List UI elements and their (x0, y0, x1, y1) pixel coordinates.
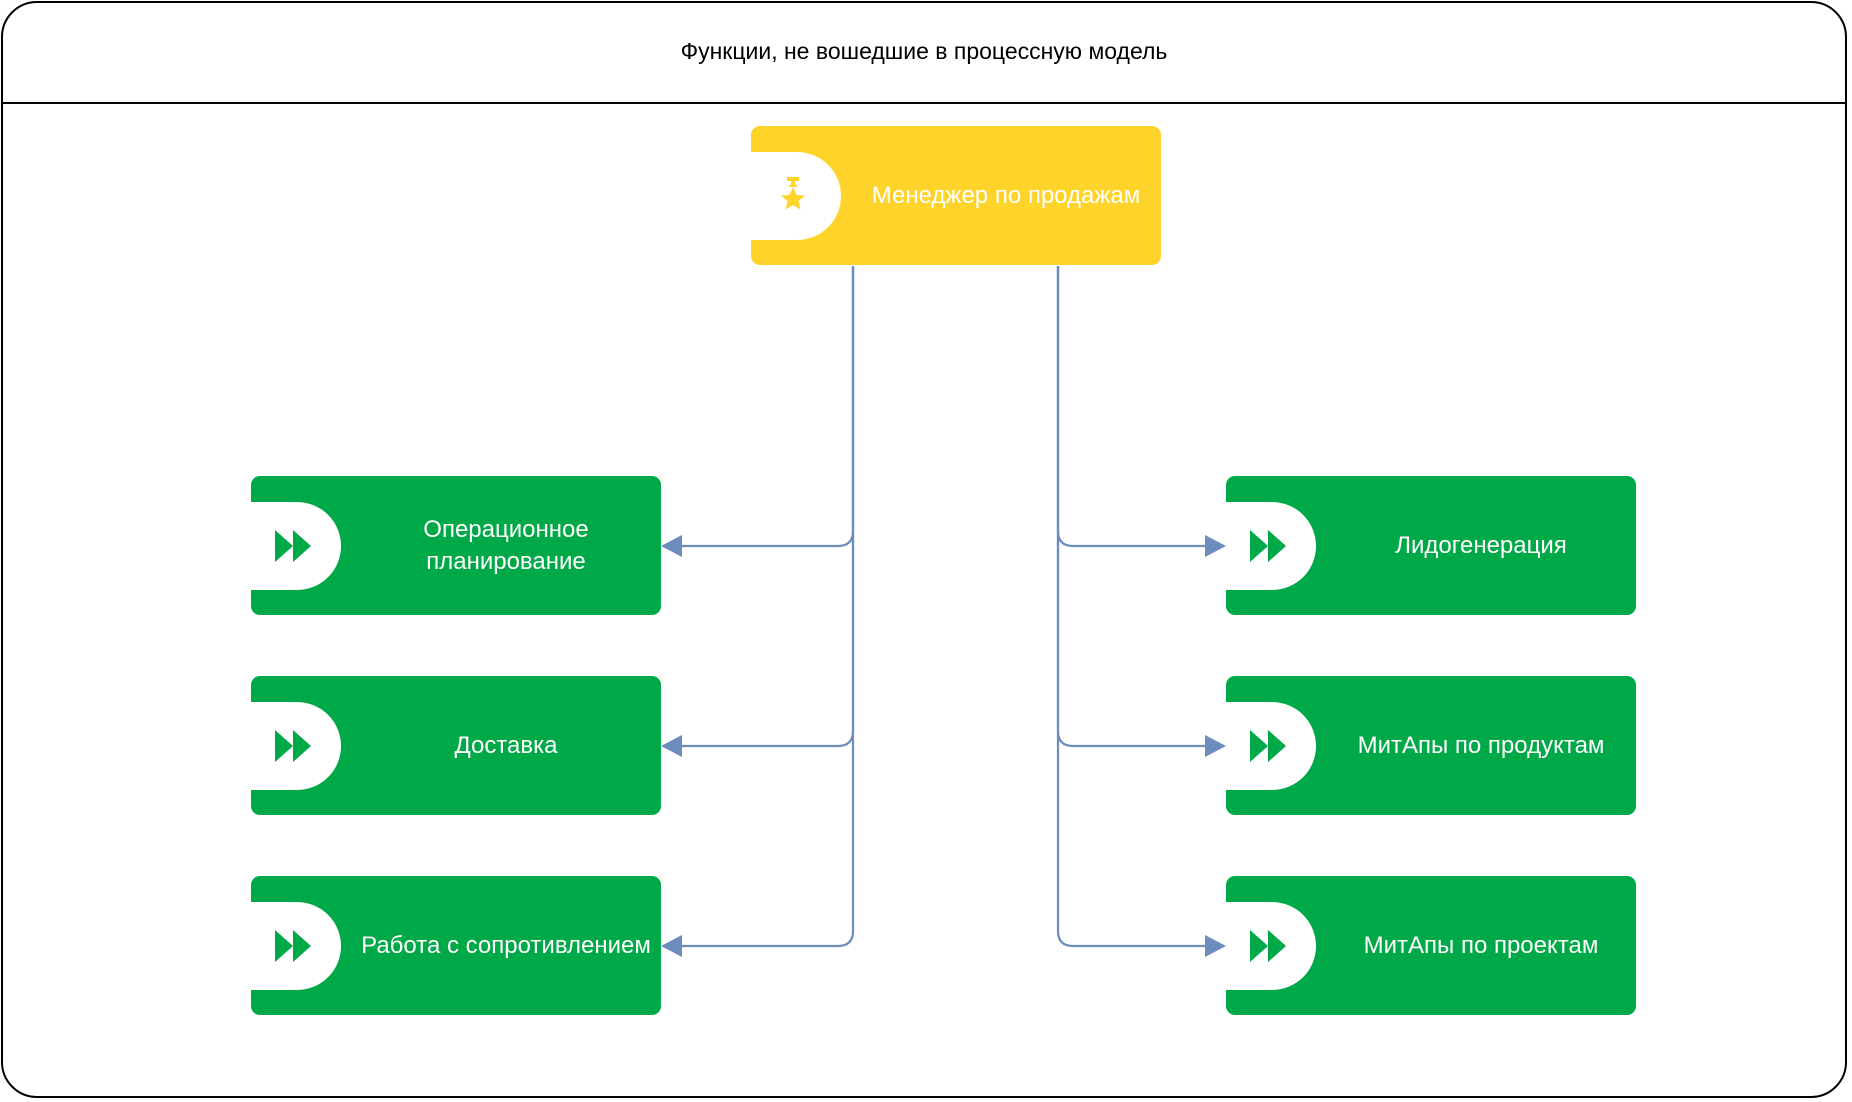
arrowhead-right-1 (1205, 535, 1226, 557)
role-badge (751, 152, 841, 240)
arrowhead-left-1 (661, 535, 682, 557)
function-label: МитАпы по продуктам (1357, 731, 1605, 759)
function-label: Операционное планирование (423, 515, 589, 575)
function-badge (1226, 702, 1316, 790)
function-node[interactable]: Доставка (251, 676, 661, 815)
fast-forward-icon (275, 930, 311, 962)
role-label: Менеджер по продажам (871, 181, 1141, 209)
fast-forward-icon (1250, 530, 1286, 562)
arrowhead-left-3 (661, 935, 682, 957)
function-badge (251, 902, 341, 990)
frame-title: Функции, не вошедшие в процессную модель (680, 38, 1168, 64)
function-badge (251, 702, 341, 790)
connector-right-3 (1056, 266, 1224, 948)
connector-left-2 (663, 266, 855, 748)
function-node[interactable]: МитАпы по продуктам (1226, 676, 1636, 815)
connector-right-2 (1056, 266, 1224, 748)
medal-star-icon (781, 177, 805, 210)
function-label: Лидогенерация (1395, 531, 1567, 559)
arrowhead-right-3 (1205, 935, 1226, 957)
fast-forward-icon (275, 730, 311, 762)
function-node[interactable]: Лидогенерация (1226, 476, 1636, 615)
function-node[interactable]: Работа с сопротивлением (251, 876, 661, 1015)
fast-forward-icon (275, 530, 311, 562)
connector-left-1 (663, 266, 855, 548)
fast-forward-icon (1250, 730, 1286, 762)
fast-forward-icon (1250, 930, 1286, 962)
function-label: МитАпы по проектам (1363, 931, 1599, 959)
function-badge (1226, 902, 1316, 990)
arrowhead-left-2 (661, 735, 682, 757)
function-badge (1226, 502, 1316, 590)
function-label: Работа с сопротивлением (361, 931, 651, 959)
function-node[interactable]: МитАпы по проектам (1226, 876, 1636, 1015)
role-node-sales-manager[interactable]: Менеджер по продажам (751, 126, 1161, 265)
frame-header: Функции, не вошедшие в процессную модель (3, 3, 1845, 104)
function-label: Доставка (454, 731, 558, 759)
arrowhead-right-2 (1205, 735, 1226, 757)
connector-right-1 (1056, 266, 1224, 548)
function-node[interactable]: Операционное планирование (251, 476, 661, 615)
function-badge (251, 502, 341, 590)
connector-left-3 (663, 266, 855, 948)
